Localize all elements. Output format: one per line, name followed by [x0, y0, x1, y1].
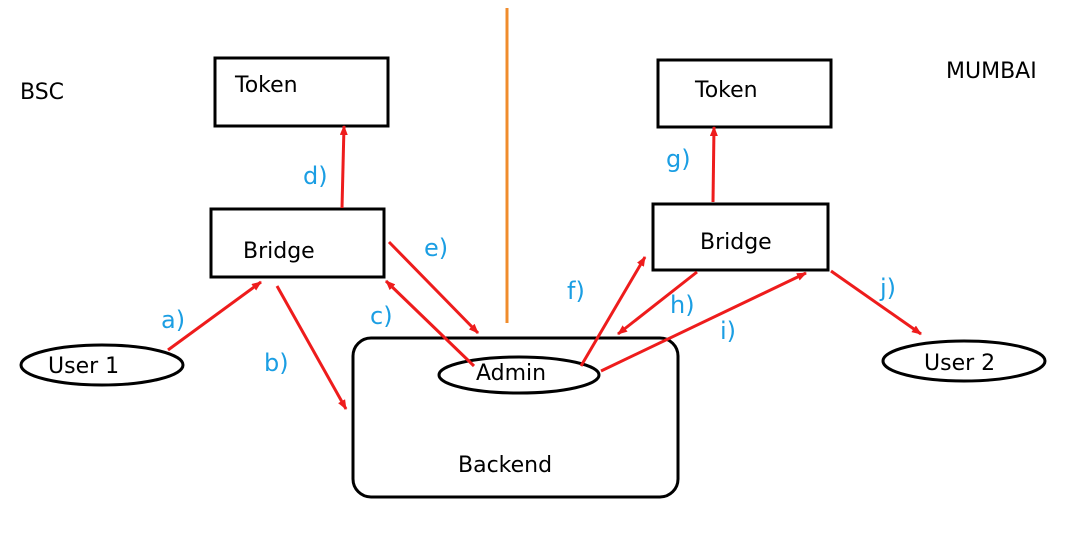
step-label-a: a): [161, 306, 185, 334]
bridge-left-label: Bridge: [243, 239, 315, 264]
token-box-right: [656, 58, 833, 129]
arrow-d: [339, 125, 348, 209]
step-label-e: e): [424, 234, 448, 262]
arrow-b: [275, 285, 348, 410]
arrow-j: [830, 269, 922, 336]
step-label-g: g): [666, 145, 691, 173]
step-label-h: h): [670, 291, 695, 319]
step-label-i: i): [720, 317, 736, 345]
user1-label: User 1: [48, 354, 119, 379]
step-label-c: c): [370, 302, 393, 330]
admin-label: Admin: [476, 361, 546, 386]
bridge-right-label: Bridge: [700, 230, 772, 255]
token-right-label: Token: [694, 78, 758, 103]
arrow-e: [387, 240, 480, 335]
admin-ellipse: [437, 355, 601, 395]
step-label-f: f): [567, 277, 585, 305]
step-label-b: b): [264, 349, 289, 377]
user1-ellipse: [19, 343, 185, 387]
arrow-g: [709, 126, 718, 203]
step-label-d: d): [303, 162, 328, 190]
token-box-left: [213, 56, 390, 128]
user2-label: User 2: [924, 351, 995, 376]
arrow-a: [167, 280, 262, 352]
arrow-f: [579, 256, 647, 367]
bridge-box-left: [209, 207, 386, 279]
region-label-mumbai: MUMBAI: [946, 59, 1037, 84]
step-label-j: j): [879, 274, 896, 302]
arrow-i: [600, 271, 807, 373]
user2-ellipse: [881, 339, 1047, 383]
token-left-label: Token: [234, 73, 298, 98]
arrow-c: [384, 279, 476, 368]
arrow-h: [617, 270, 698, 336]
backend-label: Backend: [458, 453, 552, 478]
region-label-bsc: BSC: [20, 80, 64, 105]
bridge-box-right: [651, 202, 830, 272]
